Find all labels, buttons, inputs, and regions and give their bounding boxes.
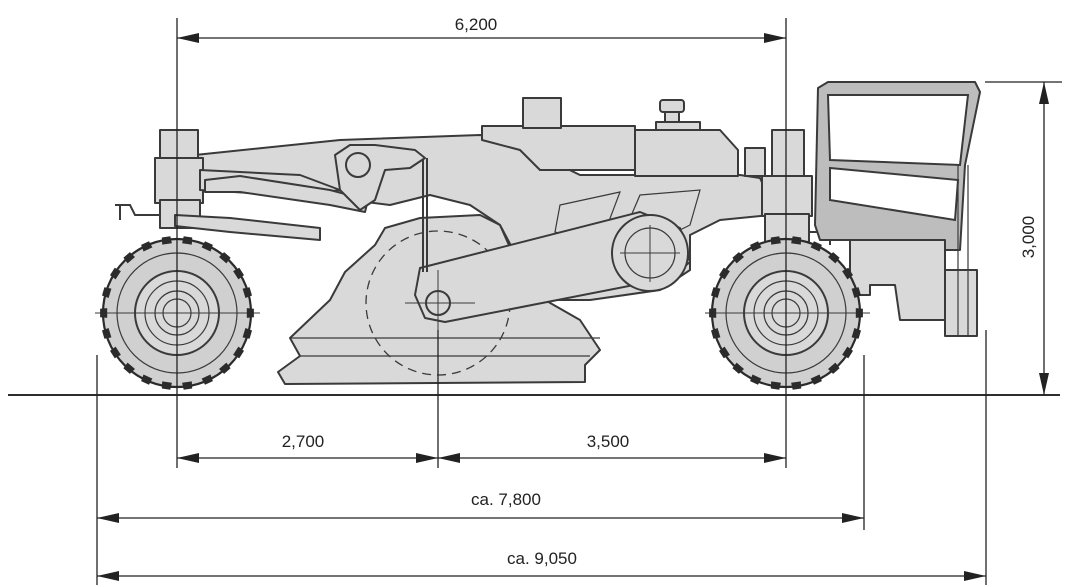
dim-wheelbase-label: 6,200 [455,15,498,34]
tread-lug [182,236,193,245]
tread-lug [851,328,861,339]
tread-lug [855,308,863,318]
tread-lug [851,287,861,298]
tread-lug [828,252,840,264]
tread-lug [102,287,112,298]
dim-height: 3,000 [1019,82,1049,395]
tread-lug [233,346,244,359]
tread-lug [201,241,213,252]
tread-lug [102,328,112,339]
tread-lug [791,236,802,245]
cab-window-lower [829,166,960,222]
dim-wheelbase: 6,200 [177,15,786,43]
tread-lug [110,267,121,280]
hydraulic-cylinder-upper [204,175,369,213]
tread-lug [110,346,121,359]
tread-lug [242,328,252,339]
tread-lug [242,287,252,298]
dim-length-overall-label: ca. 9,050 [507,549,577,568]
tread-lug [770,236,781,245]
exhaust [744,147,766,177]
cab-base [849,239,946,321]
tread-lug [732,252,744,264]
tread-lug [233,267,244,280]
tread-lug [141,241,153,252]
machine-side-view [95,81,981,390]
dim-front-to-rotor: 2,700 [177,432,438,463]
engine-block [634,129,739,177]
rear-column [771,129,805,179]
tread-lug [201,374,213,385]
tread-lug [219,252,231,264]
tread-lug [791,381,802,390]
dim-length-wheels-label: ca. 7,800 [471,490,541,509]
dim-rotor-to-rear: 3,500 [438,432,786,463]
tread-lug [709,308,717,318]
dim-front-to-rotor-label: 2,700 [282,432,325,451]
tread-lug [828,362,840,374]
filler-cap [659,99,685,113]
tread-lug [810,374,822,385]
tread-lug [770,381,781,390]
tread-lug [711,328,721,339]
tread-lug [123,252,135,264]
tread-lug [842,267,853,280]
tread-lug [719,346,730,359]
rear-wheel [705,236,870,390]
tread-lug [161,236,172,245]
tread-lug [246,308,254,318]
tread-lug [732,362,744,374]
tread-lug [711,287,721,298]
tread-lug [810,241,822,252]
dim-height-label: 3,000 [1019,216,1038,259]
tread-lug [123,362,135,374]
cab-window-front [826,94,970,167]
engine-cover [481,125,636,171]
tread-lug [219,362,231,374]
tread-lug [100,308,108,318]
dim-length-wheels: ca. 7,800 [97,490,864,523]
extension-lines [96,18,1062,585]
hydraulic-cylinder-lower [174,214,321,241]
air-intake [522,97,562,129]
tread-lug [750,241,762,252]
tread-lug [842,346,853,359]
tread-lug [750,374,762,385]
tread-lug [161,381,172,390]
tread-lug [719,267,730,280]
front-column [159,129,199,161]
cab-step [944,269,978,337]
tread-lug [141,374,153,385]
tread-lug [182,381,193,390]
dim-length-overall: ca. 9,050 [97,549,986,581]
dim-rotor-to-rear-label: 3,500 [587,432,630,451]
